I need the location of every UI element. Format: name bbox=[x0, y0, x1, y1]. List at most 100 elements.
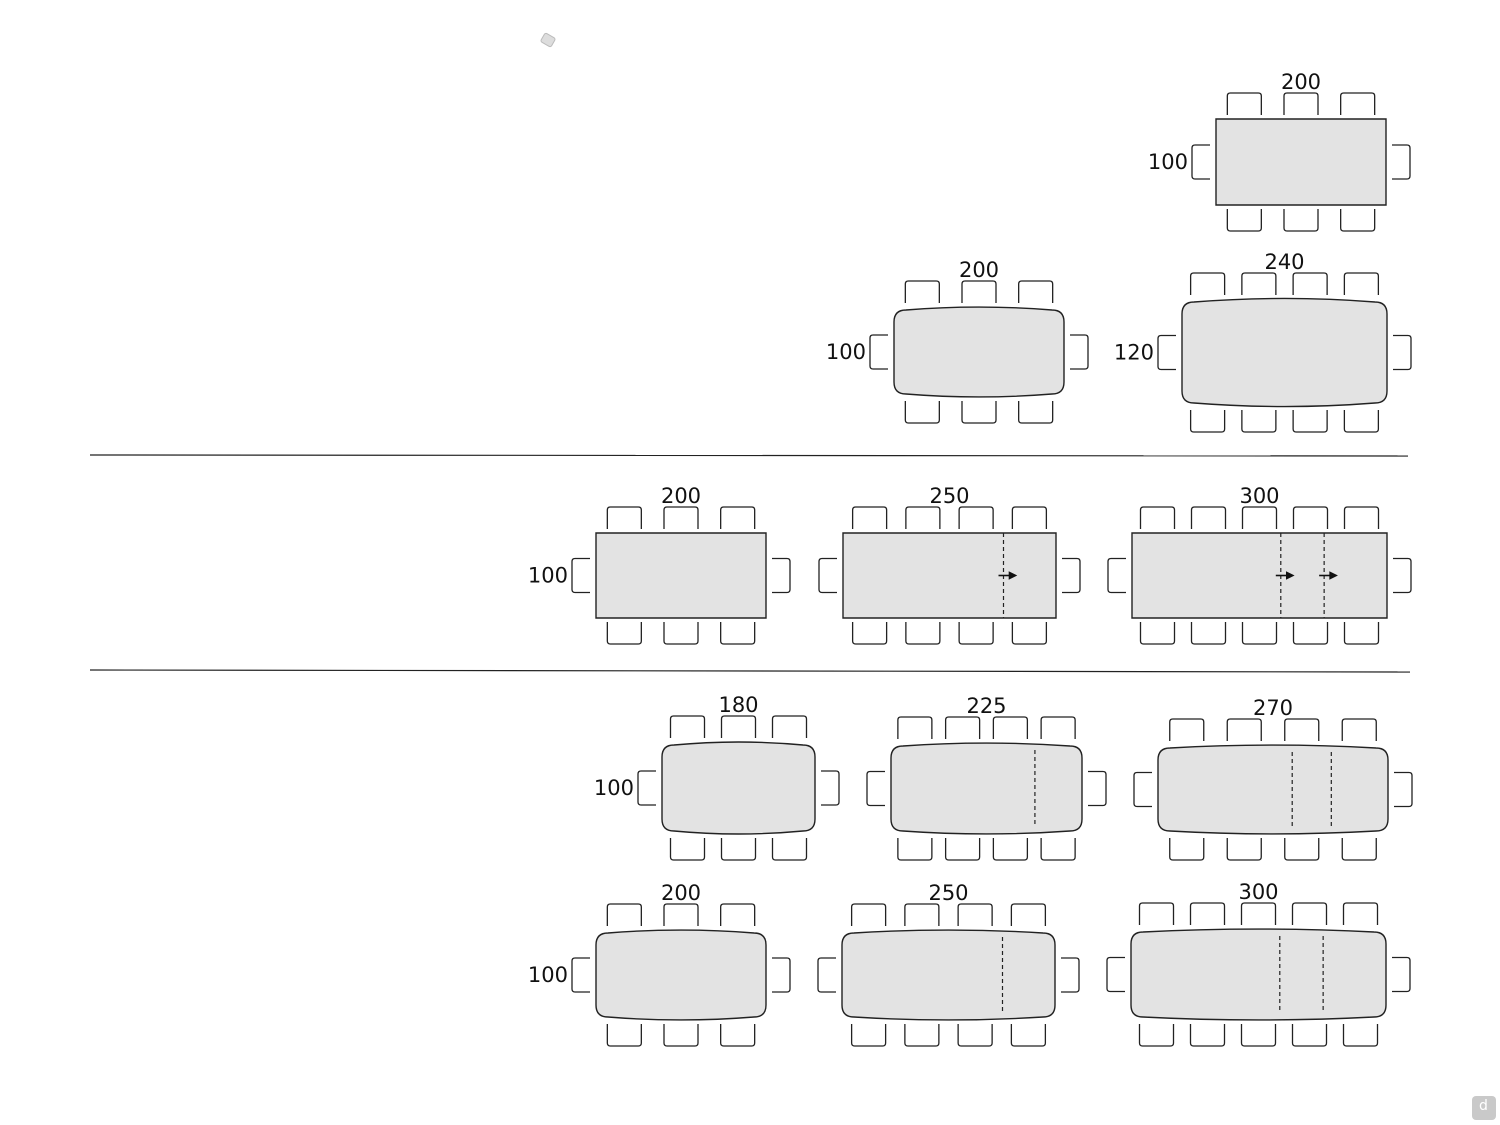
chair-icon bbox=[1139, 506, 1176, 529]
chair-icon bbox=[606, 506, 642, 529]
chair-icon bbox=[1018, 401, 1054, 424]
table-top bbox=[890, 742, 1083, 835]
chair-icon bbox=[571, 957, 590, 993]
chair-icon bbox=[1190, 506, 1227, 529]
chair-icon bbox=[1341, 718, 1377, 741]
chair-icon bbox=[958, 622, 994, 645]
table-top bbox=[595, 532, 767, 619]
table-diagram-ext-barrel-270: 270 bbox=[1133, 696, 1413, 861]
chair-icon bbox=[992, 716, 1029, 739]
chair-icon bbox=[669, 715, 706, 738]
chair-icon bbox=[1226, 92, 1262, 115]
extension-arrowhead-icon bbox=[1329, 571, 1338, 580]
chair-icon bbox=[1292, 410, 1328, 433]
chair-icon bbox=[1011, 506, 1048, 529]
chair-icon bbox=[1393, 334, 1412, 371]
chair-icon bbox=[1343, 410, 1380, 433]
chair-icon bbox=[1240, 1024, 1277, 1047]
chair-icon bbox=[850, 903, 887, 926]
chair-icon bbox=[1226, 718, 1262, 741]
chair-icon bbox=[992, 838, 1029, 861]
chair-icon bbox=[1189, 410, 1226, 433]
chair-icon bbox=[1292, 622, 1329, 645]
chair-icon bbox=[771, 838, 808, 861]
chair-icon bbox=[904, 903, 940, 926]
extension-arrowhead-icon bbox=[1008, 571, 1018, 580]
length-label: 200 bbox=[959, 258, 999, 282]
chair-icon bbox=[905, 622, 941, 645]
table-top bbox=[1157, 744, 1389, 835]
chair-icon bbox=[1241, 506, 1278, 529]
chair-icon bbox=[1040, 716, 1076, 739]
width-label: 100 bbox=[1148, 150, 1188, 174]
length-label: 300 bbox=[1238, 880, 1278, 904]
chair-icon bbox=[904, 1024, 940, 1047]
width-label: 100 bbox=[826, 340, 866, 364]
chair-icon bbox=[1392, 956, 1411, 993]
chair-icon bbox=[637, 770, 656, 806]
chair-icon bbox=[1010, 903, 1047, 926]
chair-icon bbox=[957, 903, 993, 926]
chair-icon bbox=[1394, 771, 1413, 808]
table-diagram-ext-barrel-225: 225 bbox=[866, 694, 1107, 861]
chair-icon bbox=[1341, 838, 1377, 861]
chair-icon bbox=[1011, 622, 1048, 645]
corner-logo-letter: d bbox=[1479, 1098, 1488, 1114]
length-label: 270 bbox=[1253, 696, 1293, 720]
chair-icon bbox=[1070, 334, 1089, 370]
chair-icon bbox=[663, 903, 699, 926]
length-label: 250 bbox=[929, 484, 969, 508]
chair-icon bbox=[606, 903, 642, 926]
chair-icon bbox=[958, 506, 994, 529]
table-top bbox=[661, 741, 816, 835]
chair-icon bbox=[1169, 718, 1205, 741]
chair-icon bbox=[905, 506, 941, 529]
length-label: 240 bbox=[1264, 250, 1304, 274]
chair-icon bbox=[1061, 957, 1080, 993]
width-label: 100 bbox=[528, 564, 568, 588]
chair-icon bbox=[851, 506, 888, 529]
chair-icon bbox=[1291, 1024, 1328, 1047]
chair-icon bbox=[571, 557, 590, 594]
chair-icon bbox=[771, 715, 808, 738]
chair-icon bbox=[1340, 92, 1376, 115]
extension-arrowhead-icon bbox=[1285, 571, 1295, 580]
chair-icon bbox=[1190, 622, 1227, 645]
chair-icon bbox=[1138, 902, 1175, 925]
corner-logo-icon: d bbox=[1472, 1096, 1496, 1120]
chair-icon bbox=[1106, 956, 1125, 993]
chair-icon bbox=[669, 838, 706, 861]
chair-icon bbox=[1343, 506, 1380, 529]
chair-icon bbox=[1018, 280, 1054, 303]
table-diagram-ext-barrel-250: 250 bbox=[817, 881, 1080, 1047]
chair-icon bbox=[606, 1024, 642, 1047]
chair-icon bbox=[1191, 144, 1210, 180]
chair-icon bbox=[818, 557, 837, 594]
chair-icon bbox=[1189, 1024, 1226, 1047]
chair-icon bbox=[606, 622, 642, 645]
chair-icon bbox=[1342, 902, 1379, 925]
chair-icon bbox=[720, 1024, 756, 1047]
chair-icon bbox=[1088, 770, 1107, 807]
chair-icon bbox=[720, 506, 756, 529]
chair-icon bbox=[1157, 334, 1176, 371]
chair-icon bbox=[1283, 92, 1319, 115]
chair-icon bbox=[1241, 410, 1277, 433]
chair-icon bbox=[1226, 838, 1262, 861]
section-divider-1 bbox=[89, 454, 1409, 457]
chair-icon bbox=[851, 622, 888, 645]
section-divider-2 bbox=[89, 669, 1411, 673]
chair-icon bbox=[720, 903, 756, 926]
chair-icon bbox=[866, 770, 885, 807]
chair-icon bbox=[1343, 622, 1380, 645]
table-diagram-ext-rect-300: 300 bbox=[1107, 484, 1412, 645]
chair-icon bbox=[663, 622, 699, 645]
chair-icon bbox=[817, 957, 836, 993]
chair-icon bbox=[1240, 902, 1277, 925]
chair-icon bbox=[1241, 622, 1278, 645]
chair-icon bbox=[1189, 902, 1226, 925]
table-top bbox=[1181, 297, 1388, 408]
